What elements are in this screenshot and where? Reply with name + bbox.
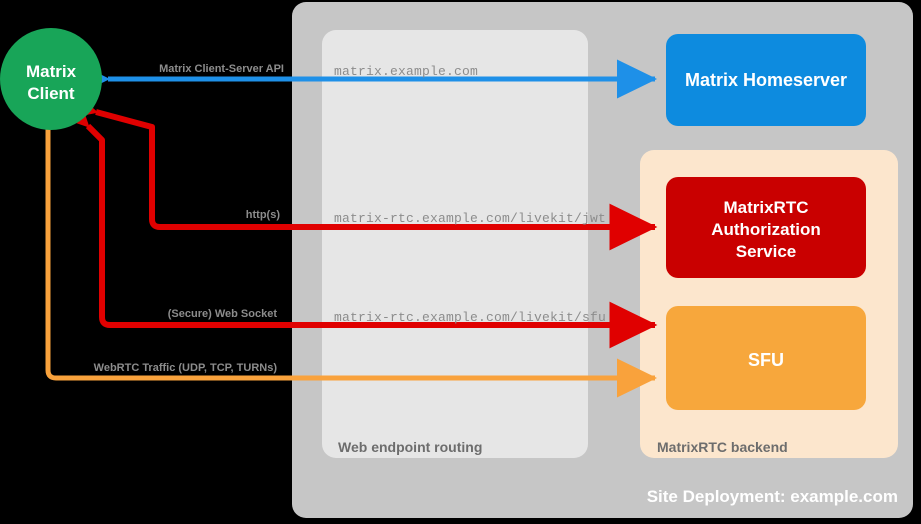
matrix-client-label-line2: Client — [27, 84, 75, 103]
matrix-client-circle[interactable] — [0, 28, 102, 130]
node-matrix-client[interactable]: Matrix Client — [0, 28, 102, 130]
edge-label-secure-web-socket: (Secure) Web Socket — [168, 308, 278, 320]
edge-webrtc-traffic: WebRTC Traffic (UDP, TCP, TURNs) — [28, 90, 658, 398]
endpoint-label-livekit-jwt: matrix-rtc.example.com/livekit/jwt — [334, 211, 606, 226]
edge-label-webrtc-traffic: WebRTC Traffic (UDP, TCP, TURNs) — [94, 362, 278, 374]
matrix-client-label-line1: Matrix — [26, 62, 77, 81]
web-endpoint-routing-caption: Web endpoint routing — [338, 439, 482, 455]
sfu-label: SFU — [748, 350, 784, 370]
sfu-box[interactable] — [666, 306, 866, 410]
matrixrtc-authorization-service-box[interactable] — [666, 177, 866, 278]
matrixrtc-auth-label-line3: Service — [736, 242, 797, 261]
matrixrtc-auth-label-line1: MatrixRTC — [723, 198, 808, 217]
matrixrtc-auth-label-line2: Authorization — [711, 220, 821, 239]
site-deployment-caption: Site Deployment: example.com — [647, 487, 898, 506]
matrix-homeserver-box[interactable] — [666, 34, 866, 126]
edge-label-https: http(s) — [246, 209, 281, 221]
node-matrix-homeserver[interactable]: Matrix Homeserver — [666, 34, 866, 126]
matrix-homeserver-label: Matrix Homeserver — [685, 70, 847, 90]
edge-label-matrix-client-server-api: Matrix Client-Server API — [159, 63, 284, 75]
endpoint-label-matrix-example-com: matrix.example.com — [334, 64, 478, 79]
node-sfu[interactable]: SFU — [666, 306, 866, 410]
node-matrixrtc-authorization-service[interactable]: MatrixRTC Authorization Service — [666, 177, 866, 278]
endpoint-label-livekit-sfu: matrix-rtc.example.com/livekit/sfu — [334, 310, 606, 325]
web-endpoint-routing-group: Web endpoint routing — [322, 30, 588, 458]
matrixrtc-backend-caption: MatrixRTC backend — [657, 439, 788, 455]
edge-line-webrtc-traffic — [28, 90, 658, 398]
